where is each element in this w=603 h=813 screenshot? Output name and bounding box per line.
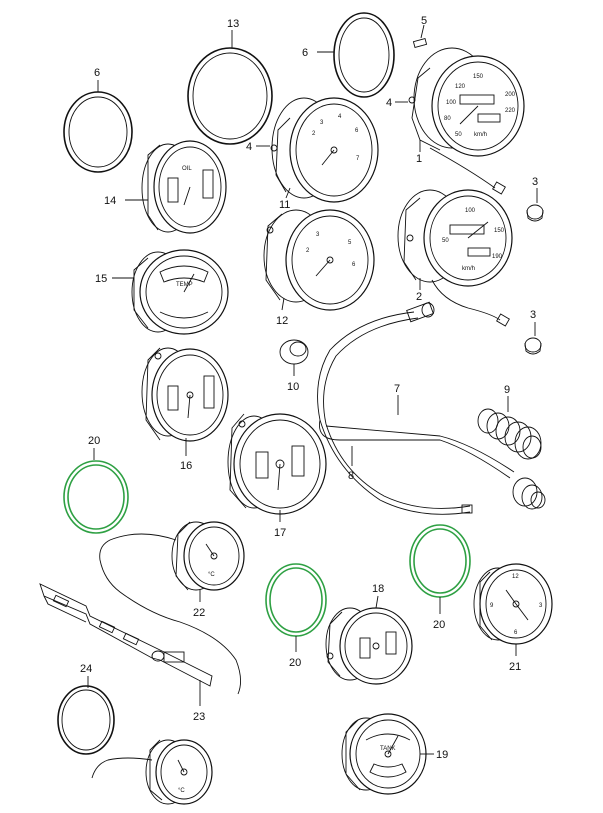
oil-gauge-14: OIL (141, 140, 227, 234)
callout-20-right: 20 (433, 619, 445, 631)
callout-3-bottom: 3 (530, 309, 536, 321)
tank-label: TANK (380, 746, 396, 752)
temp-gauge-15: TEMP (131, 249, 229, 335)
temp-bottom-unit: °C (178, 788, 185, 794)
oil-label: OIL (182, 166, 192, 172)
combination-gauge-17 (227, 413, 327, 515)
combination-gauge-16 (141, 347, 229, 442)
callout-12: 12 (276, 315, 288, 327)
tach11-tick: 6 (355, 128, 359, 134)
speedo1-tick: 80 (444, 116, 451, 122)
callout-9: 9 (504, 384, 510, 396)
callout-8: 8 (348, 470, 354, 482)
tach12-tick: 2 (306, 248, 310, 254)
callout-17: 17 (274, 527, 286, 539)
callout-24: 24 (80, 663, 92, 675)
speedo1-tick: 200 (505, 92, 516, 98)
callout-13: 13 (227, 18, 239, 30)
callout-7: 7 (394, 383, 400, 395)
callout-20-left: 20 (88, 435, 100, 447)
bezel-ring-13 (187, 47, 273, 145)
speedometer-1: 150 120 100 80 50 200 220 km/h (408, 47, 525, 195)
speedometer-cable-7-8 (317, 301, 546, 515)
callout-4-top: 4 (386, 97, 392, 109)
bezel-ring-6-top (333, 12, 395, 98)
callout-3-top: 3 (532, 176, 538, 188)
speedo2-tick: 100 (465, 208, 476, 214)
fuel-gauge-19: TANK (341, 713, 427, 795)
tach11-tick: 7 (356, 156, 360, 162)
callout-16: 16 (180, 460, 192, 472)
clock-tick: 9 (490, 603, 494, 609)
clock-21: 12 3 6 9 (473, 563, 553, 645)
temp-label: TEMP (176, 282, 193, 288)
callout-1: 1 (416, 153, 422, 165)
tach11-tick: 2 (312, 131, 316, 137)
tachometer-12: 2 3 5 6 (263, 209, 375, 311)
rubber-boot-9 (477, 408, 542, 460)
clip-5 (412, 37, 428, 49)
callout-21: 21 (509, 661, 521, 673)
tach11-tick: 4 (338, 114, 342, 120)
callout-5: 5 (421, 15, 427, 27)
callout-19: 19 (436, 749, 448, 761)
temp22-unit: °C (208, 572, 215, 578)
callout-6-left: 6 (94, 67, 100, 79)
speedo1-tick: 220 (505, 108, 516, 114)
temp-gauge-bottom: °C (91, 739, 213, 805)
callout-11: 11 (279, 199, 290, 211)
speedo1-unit: km/h (474, 132, 487, 138)
callout-18: 18 (372, 583, 384, 595)
knob-10 (279, 339, 309, 365)
callout-2: 2 (416, 291, 422, 303)
speedo2-tick: 50 (442, 238, 449, 244)
callout-15: 15 (95, 273, 107, 285)
tachometer-11: 2 3 4 6 7 (270, 97, 379, 203)
speedo1-tick: 100 (446, 100, 457, 106)
callout-14: 14 (104, 195, 116, 207)
bezel-ring-24 (57, 685, 115, 755)
bezel-ring-20-right (409, 524, 471, 598)
tach11-tick: 3 (320, 120, 324, 126)
callout-4-mid: 4 (246, 141, 252, 153)
tach12-tick: 3 (316, 232, 320, 238)
speedo1-tick: 120 (455, 84, 466, 90)
bezel-ring-20-left (63, 460, 129, 534)
bulb-socket-3-bottom (524, 337, 542, 355)
bulb-socket-3-top (526, 204, 544, 222)
speedo1-tick: 150 (473, 74, 484, 80)
speedo2-tick: 190 (492, 254, 503, 260)
tach12-tick: 5 (348, 240, 352, 246)
speedometer-2: 100 150 50 190 km/h (397, 189, 513, 327)
callout-6-top: 6 (302, 47, 308, 59)
callout-23: 23 (193, 711, 205, 723)
callout-20-middle: 20 (289, 657, 301, 669)
combination-gauge-18 (325, 607, 413, 685)
bezel-ring-6-left (63, 91, 133, 173)
bezel-ring-20-middle (265, 563, 327, 637)
clock-tick: 6 (514, 630, 518, 636)
speedo1-tick: 50 (455, 132, 462, 138)
speedo2-unit: km/h (462, 266, 475, 272)
callout-10: 10 (287, 381, 299, 393)
clock-tick: 12 (512, 574, 519, 580)
speedo2-tick: 150 (494, 228, 505, 234)
clock-tick: 3 (539, 603, 543, 609)
sender-bracket-23 (39, 583, 213, 687)
callout-22: 22 (193, 607, 205, 619)
tach12-tick: 6 (352, 262, 356, 268)
temp-gauge-22: °C (99, 521, 245, 695)
